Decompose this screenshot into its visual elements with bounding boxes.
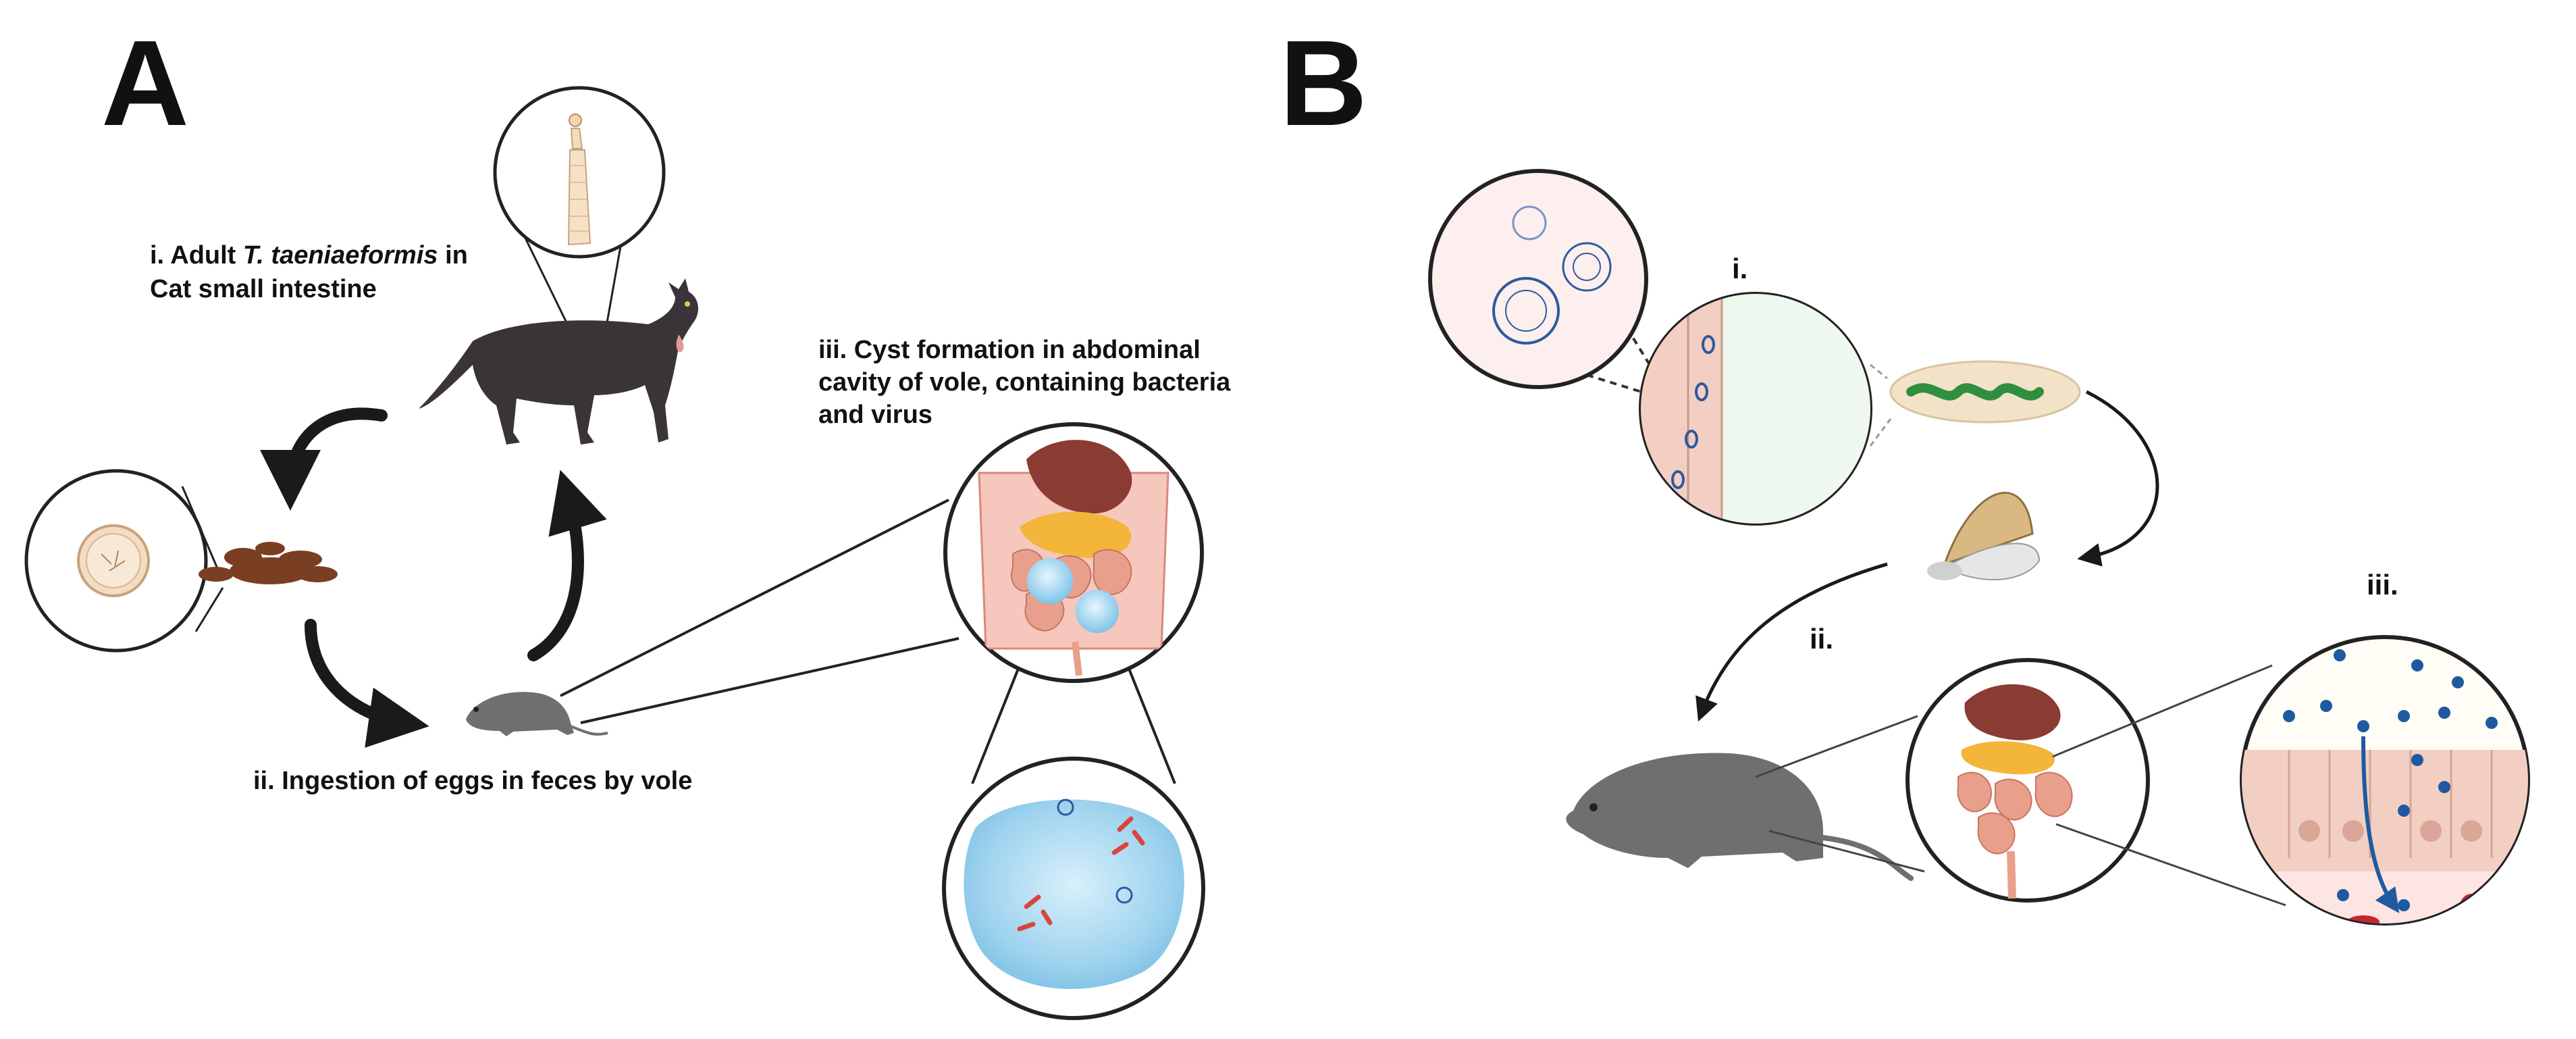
cyst-small-1 bbox=[1027, 558, 1073, 604]
tapeworm-zoom bbox=[493, 86, 666, 338]
gut-organs-icon bbox=[1957, 684, 2073, 899]
organs-to-vessel-lines bbox=[2052, 664, 2286, 907]
virus-icon bbox=[1057, 799, 1133, 904]
cat-icon bbox=[419, 278, 699, 445]
label-cyst-line3: and virus bbox=[818, 401, 932, 429]
vole-to-cavity-lines bbox=[560, 499, 960, 724]
label-b-i: i. bbox=[1732, 253, 1747, 284]
label-adult-tapeworm: i. Adult T. taeniaeformis in bbox=[150, 241, 468, 270]
bacteria-icon bbox=[1017, 816, 1145, 932]
virus-particles bbox=[1492, 205, 1612, 345]
virus-icon-large bbox=[1492, 277, 1560, 345]
arrow-larva-to-moth bbox=[2077, 390, 2159, 567]
abdominal-cavity-zoom bbox=[943, 422, 1204, 784]
label-cyst-line2: cavity of vole, containing bacteria bbox=[818, 368, 1231, 397]
tapeworm-icon bbox=[567, 113, 592, 246]
virus-icon-medium bbox=[1562, 242, 1612, 292]
organs-zoom bbox=[1905, 658, 2150, 903]
cyst-small-2 bbox=[1076, 590, 1119, 633]
arrow-moth-to-rodent bbox=[1696, 562, 1888, 722]
rodent-to-organs-lines bbox=[1755, 715, 1925, 873]
label-b-iii: iii. bbox=[2367, 569, 2398, 601]
epithelium-zoom bbox=[1639, 292, 1892, 526]
label-i-species: T. taeniaeformis bbox=[243, 241, 438, 270]
cyst-icon bbox=[964, 799, 1184, 989]
panel-letter-b: B bbox=[1280, 16, 1367, 151]
label-ingestion: ii. Ingestion of eggs in feces by vole bbox=[253, 767, 692, 795]
label-i-line2: Cat small intestine bbox=[150, 275, 377, 303]
virus-icon-small bbox=[1512, 205, 1547, 240]
vole-icon bbox=[466, 692, 608, 736]
larva-icon bbox=[1889, 360, 2081, 424]
cyst-zoom bbox=[942, 757, 1205, 1020]
cycle-arrows bbox=[260, 407, 607, 748]
blood-vessel-zoom bbox=[2240, 635, 2530, 926]
panel-letter-a: A bbox=[101, 16, 189, 151]
egg-icon bbox=[77, 524, 150, 597]
label-cyst-line1: iii. Cyst formation in abdominal bbox=[818, 336, 1201, 364]
feces-icon bbox=[199, 542, 338, 584]
label-i-prefix: i. Adult bbox=[150, 241, 243, 270]
abdominal-cavity-icon bbox=[978, 440, 1169, 676]
egg-zoom bbox=[24, 469, 224, 653]
rodent-icon bbox=[1566, 753, 1914, 881]
moth-icon bbox=[1927, 492, 2041, 581]
epithelium-icon bbox=[1641, 294, 1870, 524]
label-i-suffix: in bbox=[438, 241, 468, 270]
nanoparticles bbox=[2283, 649, 2498, 911]
label-b-ii: ii. bbox=[1810, 623, 1833, 655]
